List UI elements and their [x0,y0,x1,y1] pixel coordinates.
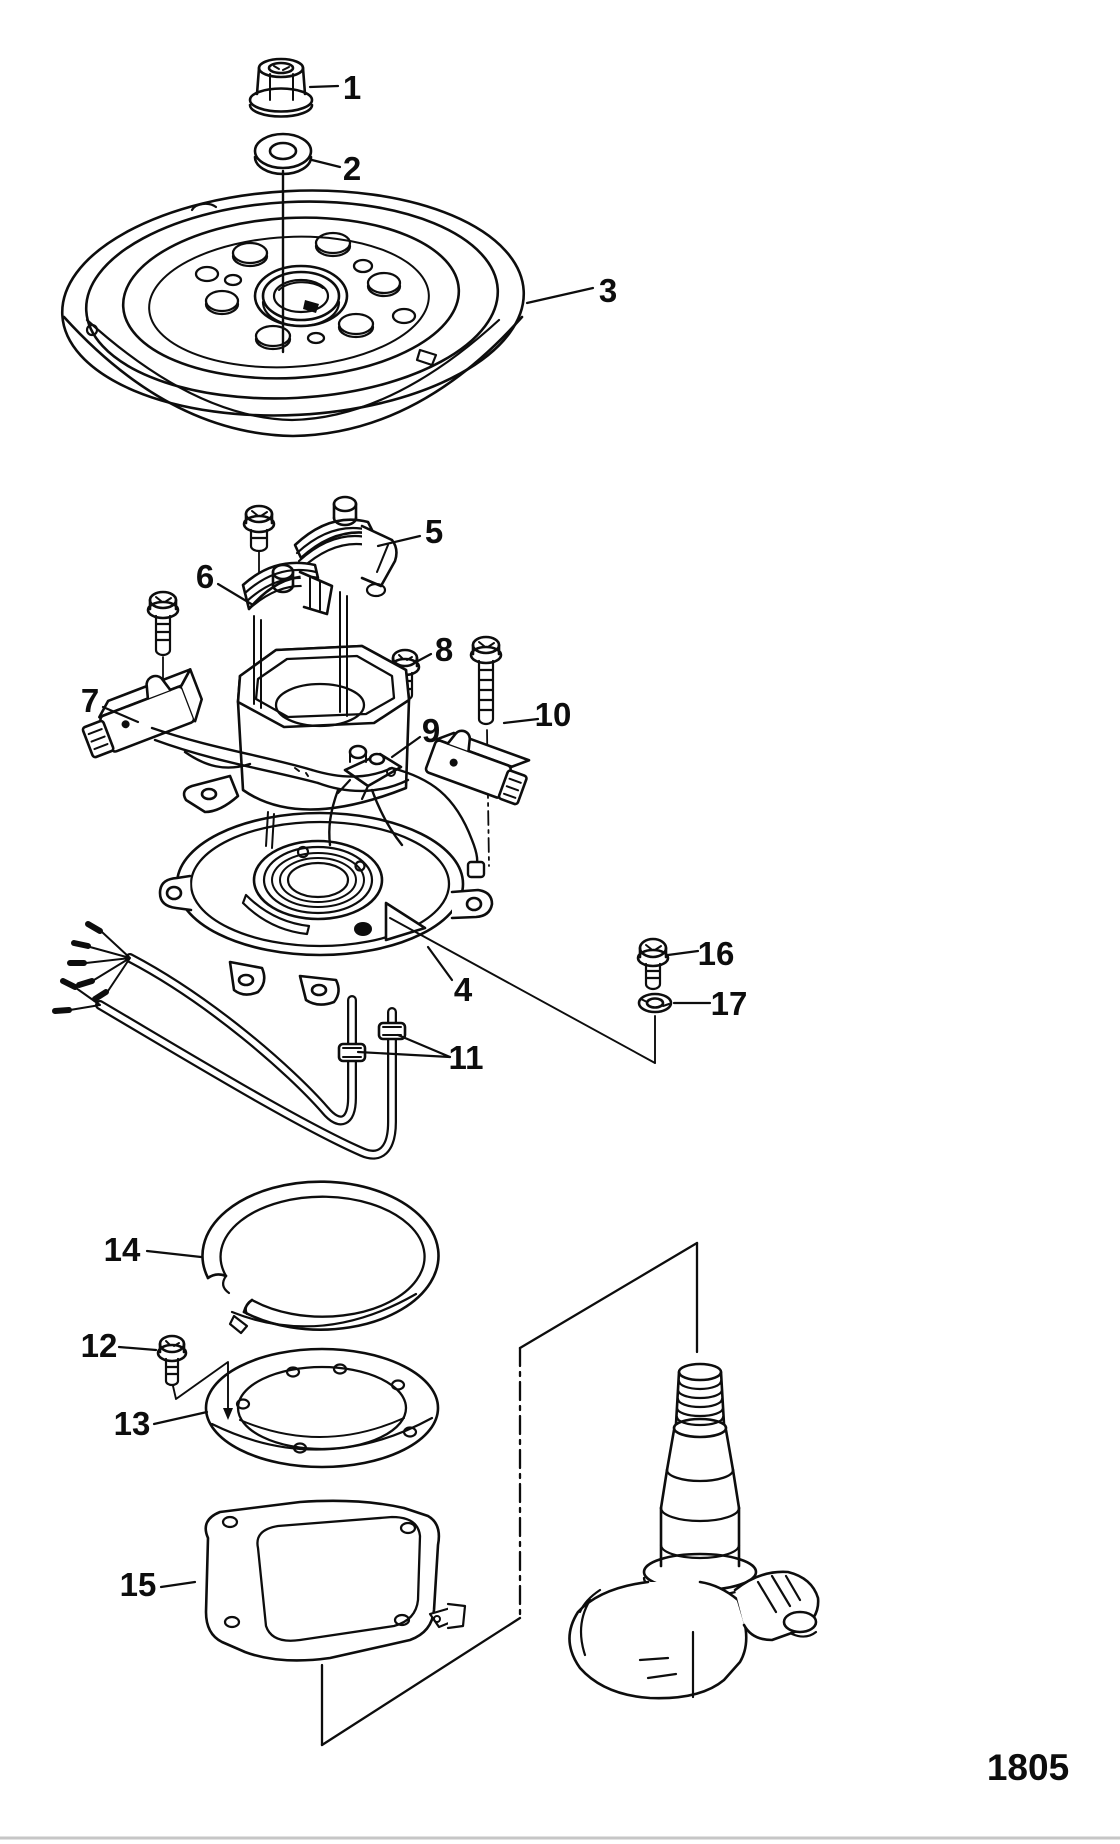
callout-4: 4 [454,971,473,1008]
flywheel-nut-drawing [248,57,314,118]
leader-line-1 [308,84,340,89]
leader-line-13 [152,1410,209,1426]
washer-drawing [253,132,313,176]
callout-14: 14 [104,1231,141,1268]
trigger-assembly-drawing [336,744,403,801]
callout-labels: 1 2 3 4 5 6 7 8 9 10 11 12 13 14 15 16 1… [81,69,748,1603]
mounting-pointer-line [389,917,656,1064]
leader-line-7 [101,705,140,724]
retaining-ring-drawing [201,1180,440,1335]
leader-line-5 [376,534,422,548]
callout-17: 17 [711,985,748,1022]
leader-line-4 [426,945,454,982]
callout-15: 15 [120,1566,157,1603]
stator-plate-drawing [158,774,494,1006]
stator-core-cup-drawing [236,644,411,811]
callout-16: 16 [698,935,735,972]
leader-line-11b [356,1050,452,1059]
coil-segment-lower-drawing [241,561,334,616]
retainer-screw-drawing [156,1334,233,1420]
callout-11: 11 [449,1039,484,1076]
coil-screw-right [469,635,503,867]
page-number: 1805 [987,1747,1069,1788]
flywheel-drawing [60,189,526,438]
coil-segment-upper-drawing [293,495,398,598]
leader-line-12 [117,1345,158,1352]
callout-5: 5 [425,513,443,550]
callout-3: 3 [599,272,617,309]
plate-washer-drawing [637,992,673,1014]
leader-line-9 [390,735,422,759]
leader-line-15 [159,1580,197,1589]
cable-clamp [337,1042,367,1063]
leader-line-16 [666,949,700,957]
wiring-harness-drawing [150,726,486,879]
projection-plane-lines [320,1241,699,1747]
leader-line-14 [145,1249,203,1259]
coil-screw-upper [242,504,276,601]
retainer-plate-drawing [204,1347,440,1469]
base-plate-drawing [204,1499,467,1662]
leader-line-8 [414,652,433,664]
ignition-coil-right-drawing [424,729,531,806]
callout-2: 2 [343,150,361,187]
crankshaft-drawing [568,1362,820,1700]
leader-line-2 [310,158,342,169]
callout-1: 1 [343,69,361,106]
stator-cable-bundle-drawing [52,921,407,1160]
callout-12: 12 [81,1327,118,1364]
coil-leg-rods [253,591,348,849]
callout-7: 7 [81,682,99,719]
leader-line-3 [525,286,595,305]
leader-line-11a [396,1033,452,1059]
callout-10: 10 [535,696,572,733]
leader-line-6 [216,582,255,607]
callout-8: 8 [435,631,453,668]
callout-6: 6 [196,558,214,595]
ignition-coil-left-drawing [81,668,204,759]
callout-9: 9 [422,712,440,749]
plate-screw-drawing [636,937,670,991]
callout-13: 13 [114,1405,151,1442]
leader-lines [101,84,712,1589]
leader-line-10 [502,717,540,725]
